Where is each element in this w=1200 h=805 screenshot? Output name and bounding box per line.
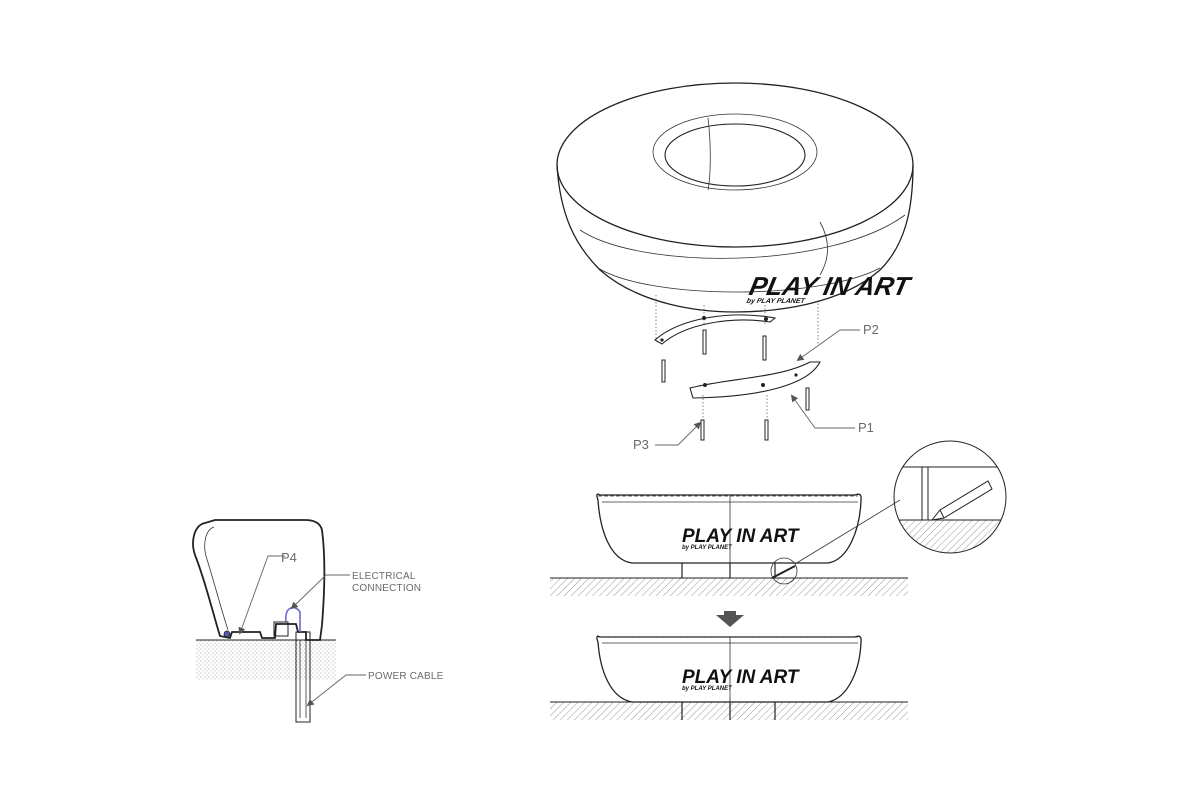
ring-marking-step: PLAY IN ART by PLAY PLANET — [550, 440, 1007, 596]
label-p1: P1 — [858, 420, 874, 435]
logo-text-mid: PLAY IN ART — [682, 526, 800, 547]
logo-subtext-mid: by PLAY PLANET — [682, 545, 733, 551]
label-electrical-2: CONNECTION — [352, 583, 421, 594]
bracket-upper — [654, 314, 777, 345]
ring-seat-exploded: PLAY IN ART by PLAY PLANET — [556, 82, 914, 452]
cross-section: P4 ELECTRICAL CONNECTION POWER CABLE — [192, 519, 444, 723]
soil — [196, 640, 336, 680]
label-p2: P2 — [863, 322, 879, 337]
label-power-cable: POWER CABLE — [368, 671, 444, 682]
logo-subtext: by PLAY PLANET — [746, 298, 806, 305]
label-electrical-1: ELECTRICAL — [352, 571, 416, 582]
logo-text: PLAY IN ART — [747, 271, 915, 301]
ring-logo: PLAY IN ART by PLAY PLANET — [746, 271, 914, 305]
down-arrow-icon — [716, 615, 744, 627]
zoom-detail — [893, 440, 1007, 554]
logo-text-bottom: PLAY IN ART — [682, 667, 800, 688]
label-p3: P3 — [633, 437, 649, 452]
ground-hatch — [550, 578, 908, 596]
bracket-lower — [689, 361, 821, 399]
ring-installed-step: PLAY IN ART by PLAY PLANET — [550, 635, 908, 720]
label-p4: P4 — [281, 550, 297, 565]
logo-subtext-bottom: by PLAY PLANET — [682, 686, 733, 692]
